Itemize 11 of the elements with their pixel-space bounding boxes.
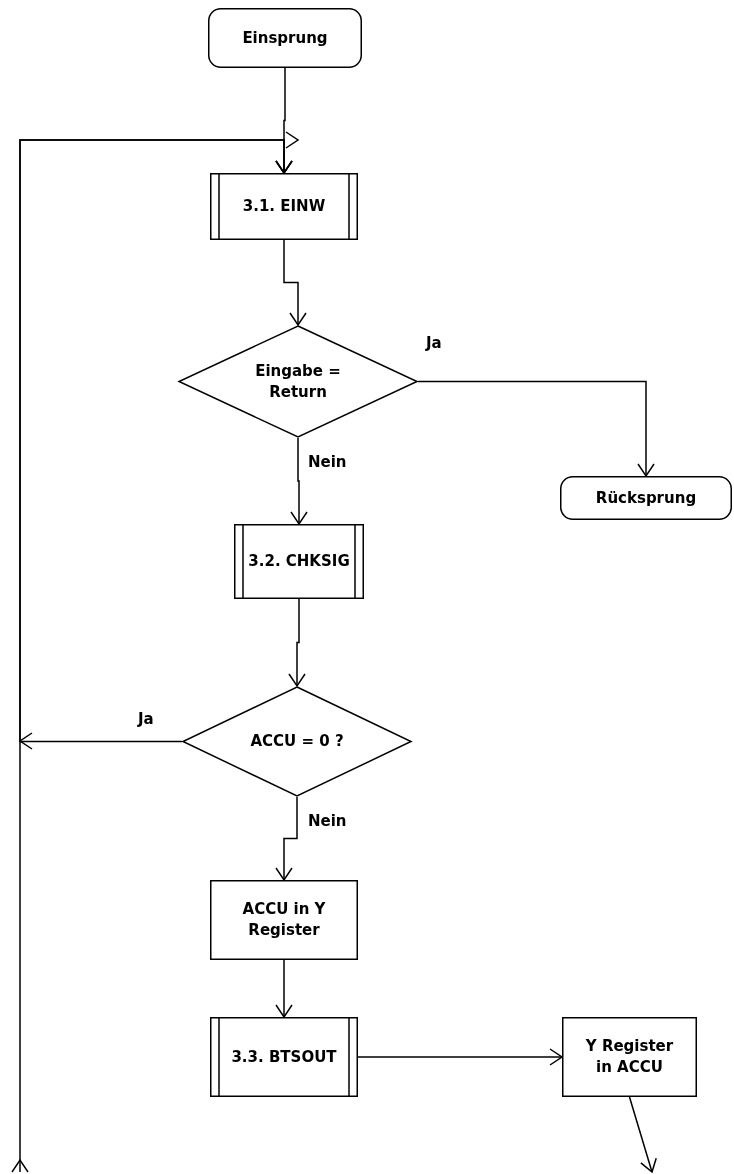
- node-label: Rücksprung: [595, 487, 697, 509]
- node-label: Eingabe = Return: [254, 360, 342, 403]
- node-label: 3.3. BTSOUT: [231, 1046, 337, 1068]
- node-label: 3.2. CHKSIG: [248, 551, 350, 572]
- node-label: ACCU = 0 ?: [250, 731, 344, 752]
- node-label: ACCU in Y Register: [241, 899, 327, 941]
- node-label: Einsprung: [242, 27, 328, 49]
- edge-label: Ja: [424, 334, 444, 352]
- node-label: 3.1. EINW: [242, 196, 326, 217]
- node-label: Y Register in ACCU: [584, 1036, 675, 1078]
- edge-label: Ja: [136, 710, 156, 728]
